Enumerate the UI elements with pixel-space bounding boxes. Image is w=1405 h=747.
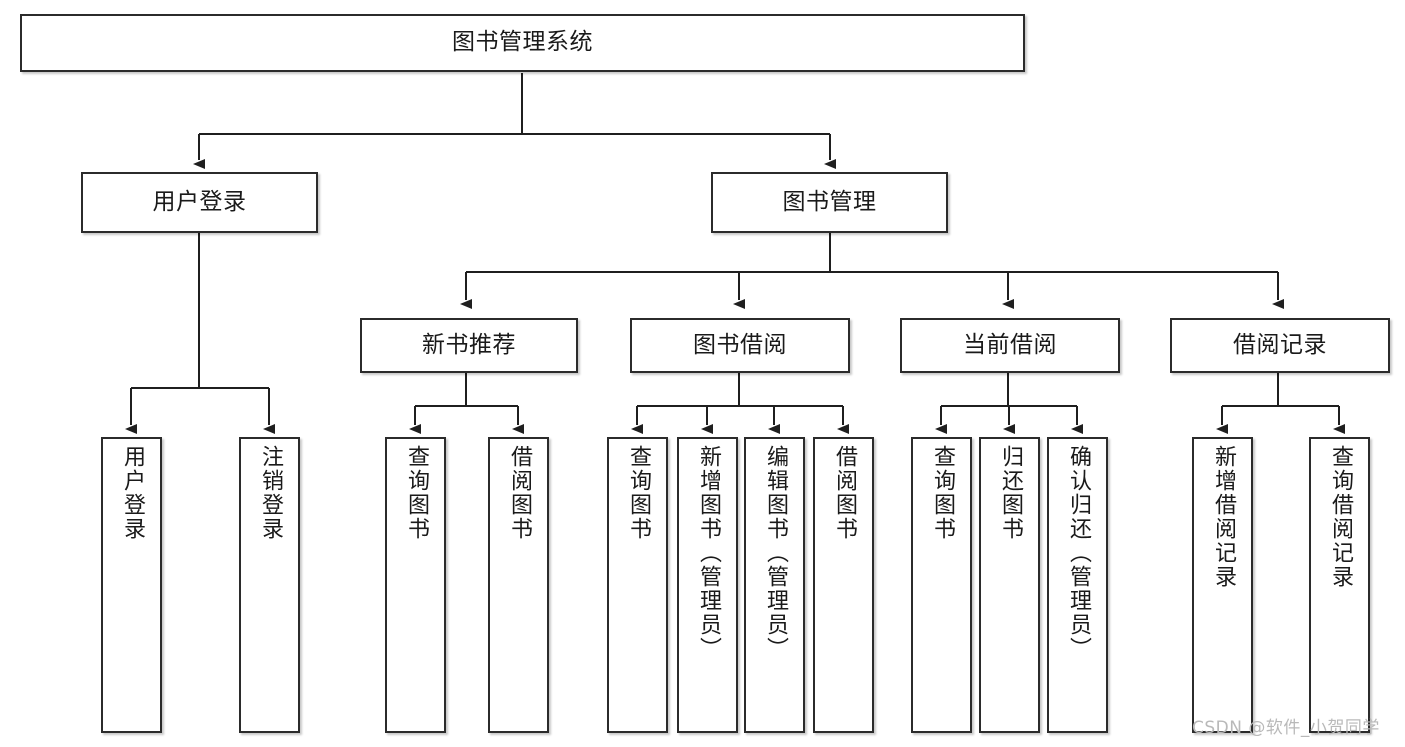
node-borrow-record[interactable]: 借阅记录 <box>1170 318 1390 373</box>
node-leaf-confirm-return[interactable]: 确认归还（管理员） <box>1047 437 1108 733</box>
node-book-borrow[interactable]: 图书借阅 <box>630 318 850 373</box>
node-leaf-query-book-recommend[interactable]: 查询图书 <box>385 437 446 733</box>
node-label: 查询图书 <box>403 445 429 541</box>
node-root-book-management-system[interactable]: 图书管理系统 <box>20 14 1025 72</box>
node-label: 借阅图书 <box>831 445 857 541</box>
node-label: 注销登录 <box>257 445 283 541</box>
node-leaf-return-book[interactable]: 归还图书 <box>979 437 1040 733</box>
node-new-book-recommend[interactable]: 新书推荐 <box>360 318 578 373</box>
node-label: 确认归还（管理员） <box>1065 445 1091 661</box>
node-leaf-user-login[interactable]: 用户登录 <box>101 437 162 733</box>
node-label: 查询借阅记录 <box>1327 445 1353 589</box>
node-label: 新书推荐 <box>422 331 516 358</box>
node-leaf-query-book-borrow[interactable]: 查询图书 <box>607 437 668 733</box>
node-leaf-borrow-book[interactable]: 借阅图书 <box>813 437 874 733</box>
node-label: 查询图书 <box>929 445 955 541</box>
node-label: 归还图书 <box>997 445 1023 541</box>
node-leaf-borrow-book-recommend[interactable]: 借阅图书 <box>488 437 549 733</box>
node-current-borrow[interactable]: 当前借阅 <box>900 318 1120 373</box>
node-label: 用户登录 <box>119 445 145 541</box>
node-book-manage[interactable]: 图书管理 <box>711 172 948 233</box>
node-label: 新增借阅记录 <box>1210 445 1236 589</box>
node-label: 新增图书（管理员） <box>695 445 721 661</box>
csdn-watermark: CSDN @软件_小贺同学 <box>1192 718 1380 738</box>
node-leaf-logout-login[interactable]: 注销登录 <box>239 437 300 733</box>
node-leaf-query-book-current[interactable]: 查询图书 <box>911 437 972 733</box>
node-label: 借阅记录 <box>1233 331 1327 358</box>
node-label: 查询图书 <box>625 445 651 541</box>
node-label: 当前借阅 <box>963 331 1057 358</box>
node-leaf-add-book[interactable]: 新增图书（管理员） <box>677 437 738 733</box>
node-label: 编辑图书（管理员） <box>762 445 788 661</box>
node-user-login[interactable]: 用户登录 <box>81 172 318 233</box>
node-leaf-edit-book[interactable]: 编辑图书（管理员） <box>744 437 805 733</box>
node-label: 图书管理系统 <box>452 29 593 56</box>
node-leaf-query-borrow-record[interactable]: 查询借阅记录 <box>1309 437 1370 733</box>
node-label: 图书借阅 <box>693 331 787 358</box>
node-label: 图书管理 <box>782 188 877 215</box>
node-label: 借阅图书 <box>506 445 532 541</box>
node-label: 用户登录 <box>152 188 247 215</box>
node-leaf-add-borrow-record[interactable]: 新增借阅记录 <box>1192 437 1253 733</box>
